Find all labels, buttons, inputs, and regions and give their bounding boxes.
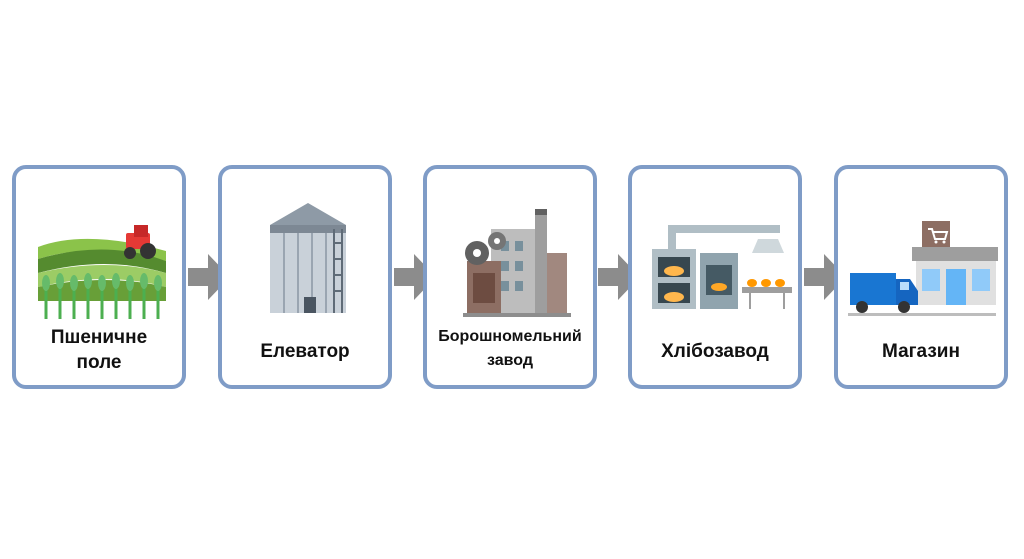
stage-label-line1: Елеватор (260, 341, 350, 362)
stage-label-line1: Хлібозавод (661, 341, 769, 362)
arrow-right-icon (804, 254, 846, 300)
stage-label: Магазин (838, 339, 1004, 364)
stage-label: Борошномельний завод (427, 325, 593, 373)
stage-store: Магазин (834, 165, 1008, 389)
wheat-field-tractor-icon (38, 225, 166, 319)
stage-flour-mill: Борошномельний завод (423, 165, 597, 389)
stage-label-line1: Пшеничне (50, 327, 148, 348)
stage-label: Пшеничне поле (16, 325, 182, 375)
bakery-ovens-conveyor-icon (652, 225, 792, 309)
stage-label-line1: Борошномельний (438, 328, 582, 345)
grain-silo-icon (270, 203, 346, 313)
stage-label-line1: Магазин (882, 341, 960, 362)
stage-label: Елеватор (222, 339, 388, 364)
factory-gears-icon (463, 209, 571, 317)
stage-elevator: Елеватор (218, 165, 392, 389)
stage-bakery: Хлібозавод (628, 165, 802, 389)
stage-label-line2: поле (76, 352, 122, 373)
arrow-right-icon (394, 254, 436, 300)
arrow-right-icon (598, 254, 640, 300)
stage-label: Хлібозавод (632, 339, 798, 364)
stage-wheat-field: Пшеничне поле (12, 165, 186, 389)
arrow-right-icon (188, 254, 230, 300)
store-truck-icon (848, 221, 998, 316)
stage-label-line2: завод (487, 352, 533, 369)
